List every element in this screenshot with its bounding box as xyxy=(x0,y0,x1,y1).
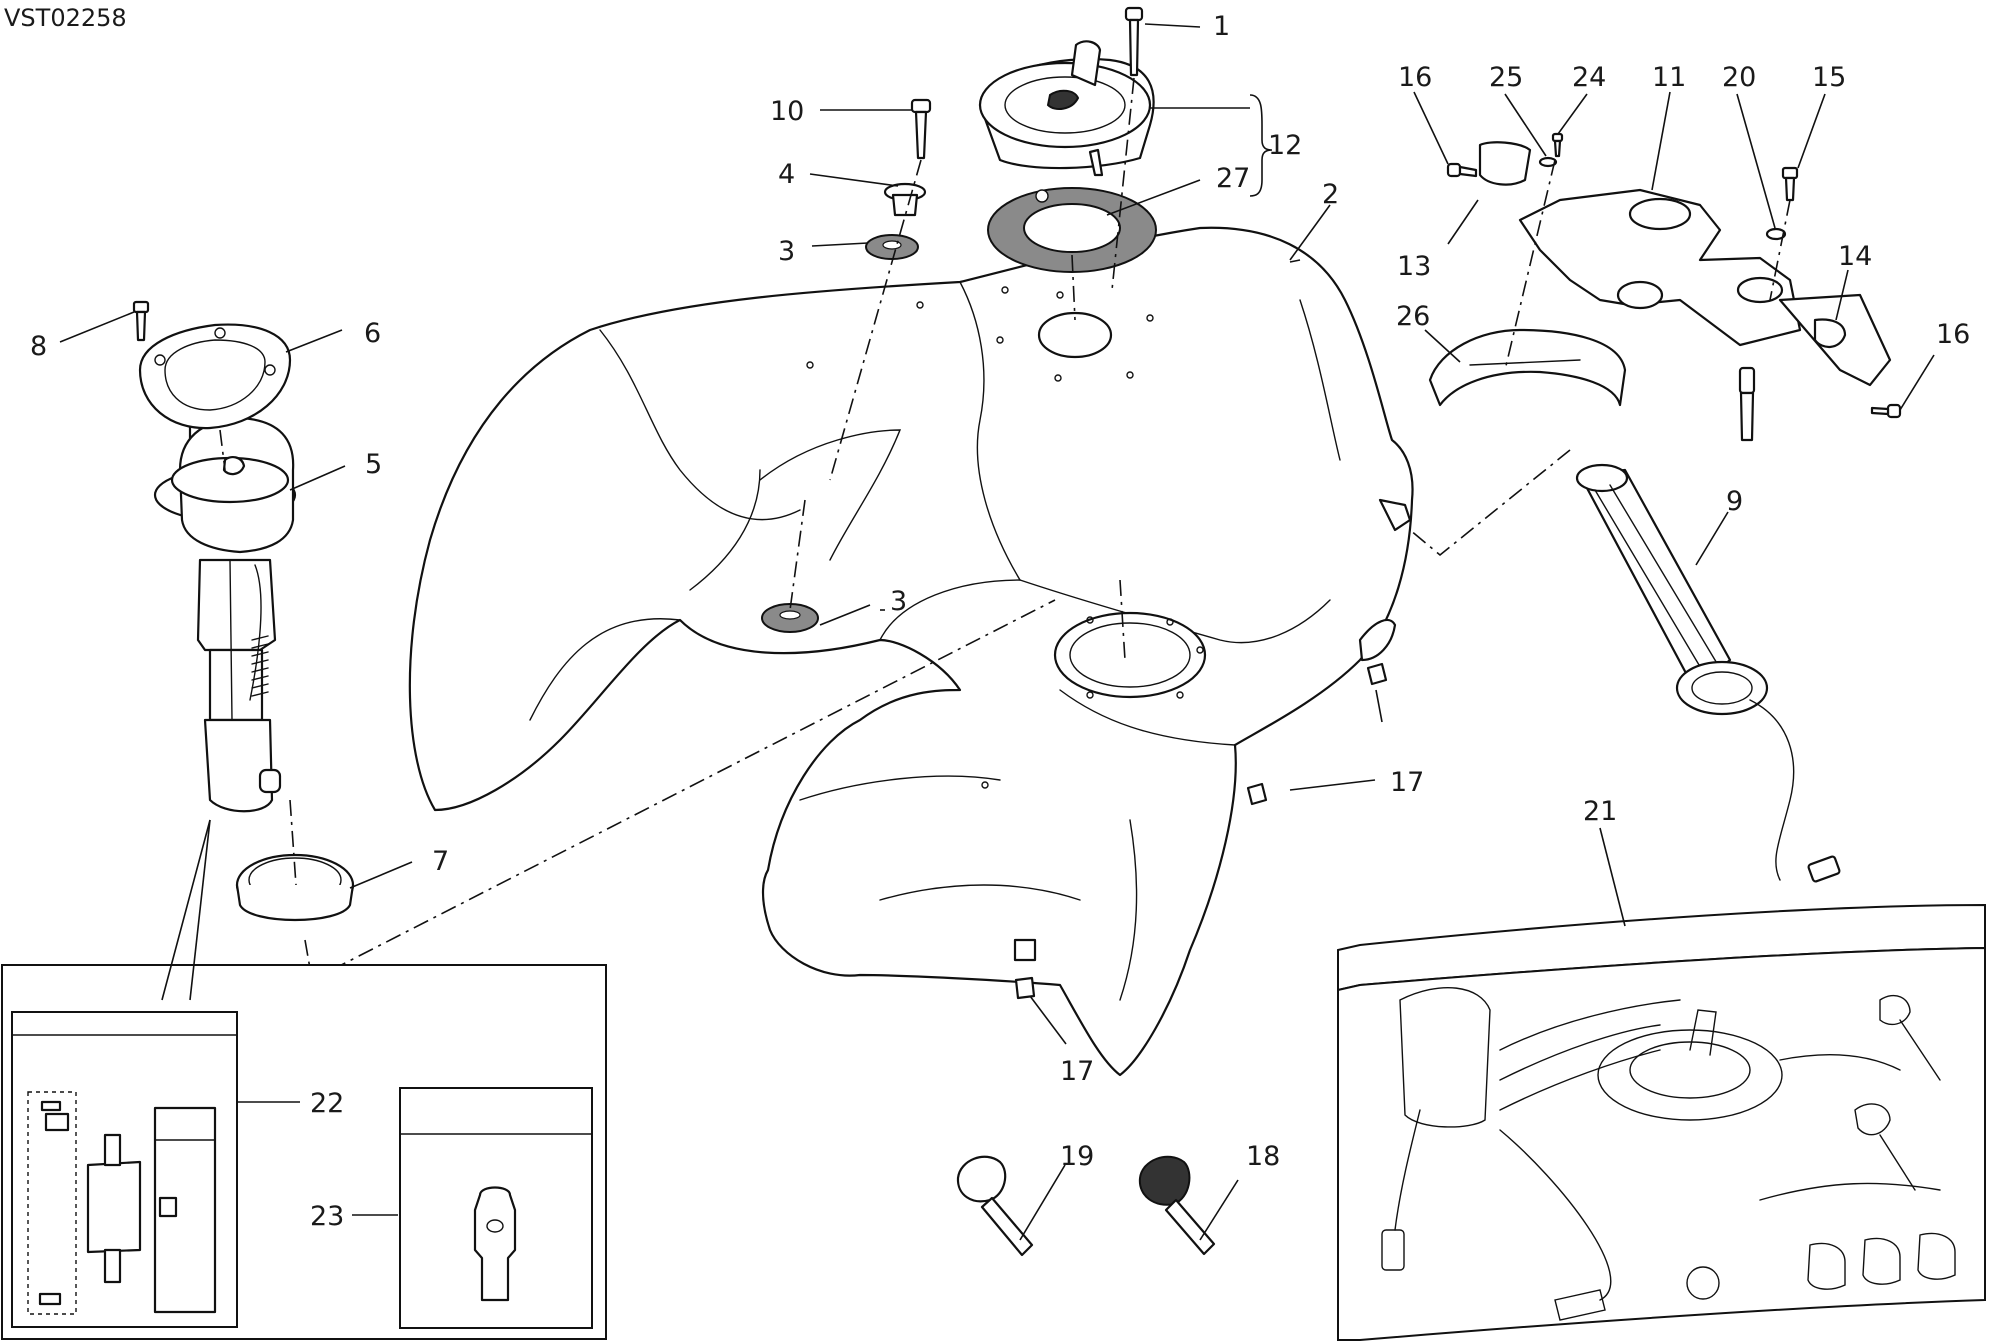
breather-bracket-assembly xyxy=(1428,141,1892,442)
inset-filter-regulator xyxy=(1,964,607,1340)
callout-16-left: 16 xyxy=(1398,62,1432,93)
callout-13: 13 xyxy=(1397,251,1431,282)
screw-10 xyxy=(910,98,932,160)
callout-19: 19 xyxy=(1060,1141,1094,1172)
fuel-tank xyxy=(408,226,1414,1077)
callout-26: 26 xyxy=(1396,301,1430,332)
callout-8: 8 xyxy=(30,331,47,362)
screw-1 xyxy=(1124,6,1144,77)
screw-16-right xyxy=(1870,403,1902,419)
callout-25: 25 xyxy=(1489,62,1523,93)
fuel-pump xyxy=(153,396,297,813)
callout-1: 1 xyxy=(1213,11,1230,42)
filler-cap xyxy=(978,40,1155,177)
callout-17-right: 17 xyxy=(1390,767,1424,798)
callout-14: 14 xyxy=(1838,241,1872,272)
callout-15: 15 xyxy=(1812,62,1846,93)
callout-12: 12 xyxy=(1268,130,1302,161)
grommet-3-lower xyxy=(761,603,819,633)
washer-20 xyxy=(1765,227,1787,241)
inset-lock-kit xyxy=(1337,903,1986,1341)
fuel-level-sensor xyxy=(1575,463,1841,883)
callout-27: 27 xyxy=(1216,163,1250,194)
key-19 xyxy=(956,1155,1034,1257)
callout-11: 11 xyxy=(1652,62,1686,93)
screw-16-left xyxy=(1446,162,1478,178)
callout-2: 2 xyxy=(1322,179,1339,210)
clip-17-right-lower xyxy=(1246,782,1268,806)
callout-22: 22 xyxy=(310,1088,344,1119)
callout-23: 23 xyxy=(310,1201,344,1232)
callout-24: 24 xyxy=(1572,62,1606,93)
screw-8 xyxy=(132,300,150,342)
callout-labels: 1 2 3 3 4 5 6 7 8 9 10 11 12 13 14 15 16… xyxy=(30,11,1970,1232)
callout-7: 7 xyxy=(432,846,449,877)
callout-17-bottom: 17 xyxy=(1060,1056,1094,1087)
callout-leaders xyxy=(59,23,1935,1241)
clip-17-right-upper xyxy=(1366,662,1388,686)
filler-gasket xyxy=(987,187,1157,273)
callout-4: 4 xyxy=(778,159,795,190)
clip-17-bottom xyxy=(1014,976,1036,1000)
grommet-3-upper xyxy=(865,234,919,260)
callout-21: 21 xyxy=(1583,796,1617,827)
callout-10: 10 xyxy=(770,96,804,127)
spacer-4 xyxy=(883,182,927,217)
pump-seal xyxy=(235,853,355,922)
pump-flange xyxy=(138,323,292,430)
callout-9: 9 xyxy=(1726,486,1743,517)
callout-3-lower: 3 xyxy=(890,586,907,617)
key-18 xyxy=(1138,1155,1216,1256)
callout-3-upper: 3 xyxy=(778,236,795,267)
callout-20: 20 xyxy=(1722,62,1756,93)
screw-24 xyxy=(1551,132,1564,158)
callout-16-right: 16 xyxy=(1936,319,1970,350)
screw-15 xyxy=(1781,166,1799,202)
drawing-code: VST02258 xyxy=(4,4,127,32)
callout-18: 18 xyxy=(1246,1141,1280,1172)
callout-5: 5 xyxy=(365,449,382,480)
callout-6: 6 xyxy=(364,318,381,349)
washer-25 xyxy=(1538,156,1558,168)
